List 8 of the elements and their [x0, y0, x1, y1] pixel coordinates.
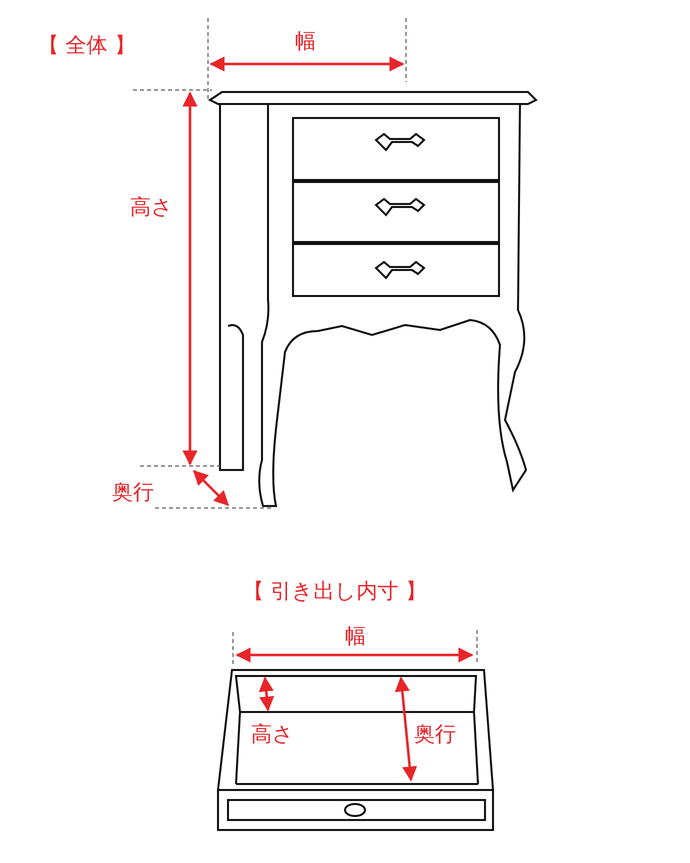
- dimension-label: 奥行: [112, 481, 154, 504]
- section-heading: 【 引き出し内寸 】: [243, 580, 426, 604]
- dimension-label: 高さ: [251, 723, 294, 746]
- section-heading: 【 全体 】: [38, 34, 136, 58]
- dimension-label: 奥行: [414, 723, 456, 746]
- dimension-label: 幅: [345, 625, 366, 648]
- dimension-label: 幅: [295, 30, 316, 54]
- dimension-label: 高さ: [130, 196, 173, 220]
